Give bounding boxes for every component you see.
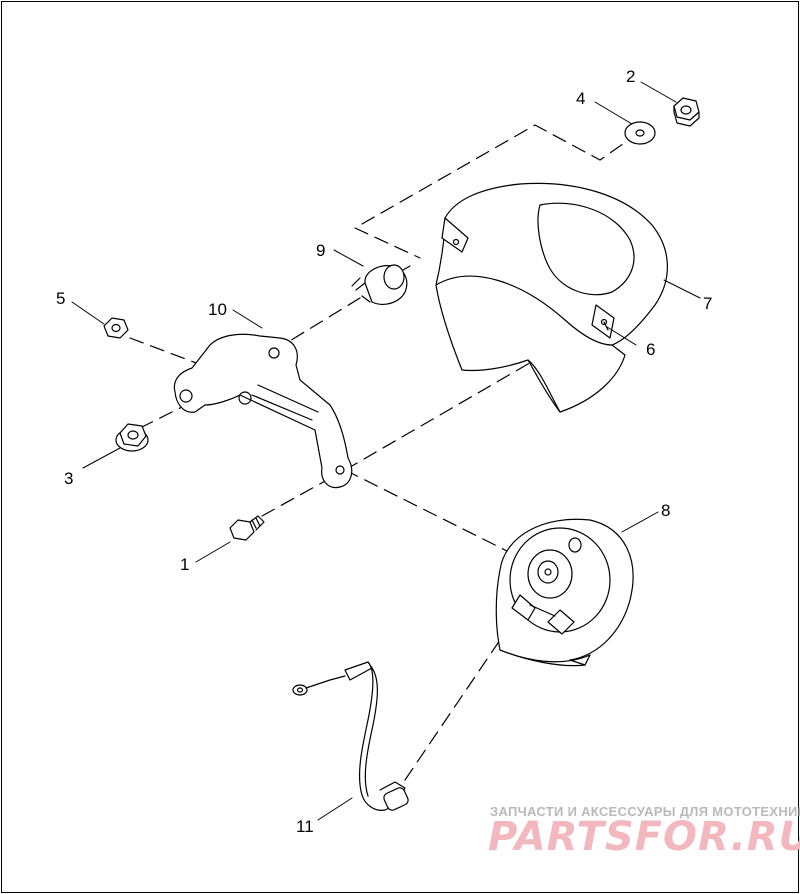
callout-1: 1 — [180, 555, 189, 574]
assembly-line-stud-to-bracket — [274, 297, 361, 351]
part-3-flange-locknut — [115, 423, 149, 452]
part-5-locknut — [103, 317, 129, 339]
callout-10: 10 — [208, 300, 227, 319]
callout-5: 5 — [56, 289, 65, 308]
part-11-horn-wire — [292, 661, 409, 811]
callout-3: 3 — [64, 469, 73, 488]
callout-11: 11 — [296, 817, 314, 836]
callout-8: 8 — [661, 501, 670, 520]
part-10-mounting-bracket — [173, 333, 353, 489]
watermark-brand: PARTSFOR.RU — [488, 814, 800, 860]
part-2-flange-nut — [673, 97, 700, 127]
callout-numbers: 2 4 5 10 9 3 1 6 7 8 11 — [56, 67, 712, 836]
callout-4: 4 — [576, 89, 585, 108]
part-9-rubber-stud — [351, 264, 411, 305]
part-7-horn-cover — [435, 182, 668, 413]
watermark: ЗАПЧАСТИ И АКСЕССУАРЫ ДЛЯ МОТОТЕХНИКИ PA… — [488, 804, 800, 860]
callout-6: 6 — [646, 340, 655, 359]
part-8-horn — [495, 518, 634, 667]
callout-2: 2 — [626, 67, 635, 86]
leader-lines — [71, 81, 701, 821]
watermark-tagline: ЗАПЧАСТИ И АКСЕССУАРЫ ДЛЯ МОТОТЕХНИКИ — [490, 804, 800, 819]
part-6-leader-target — [603, 321, 609, 331]
assembly-line-nut-to-shell — [354, 124, 641, 259]
part-1-bolt — [229, 515, 265, 541]
callout-7: 7 — [703, 294, 712, 313]
part-4-washer — [624, 121, 656, 145]
callout-9: 9 — [316, 241, 325, 260]
assembly-line-wire-to-horn — [404, 639, 501, 781]
